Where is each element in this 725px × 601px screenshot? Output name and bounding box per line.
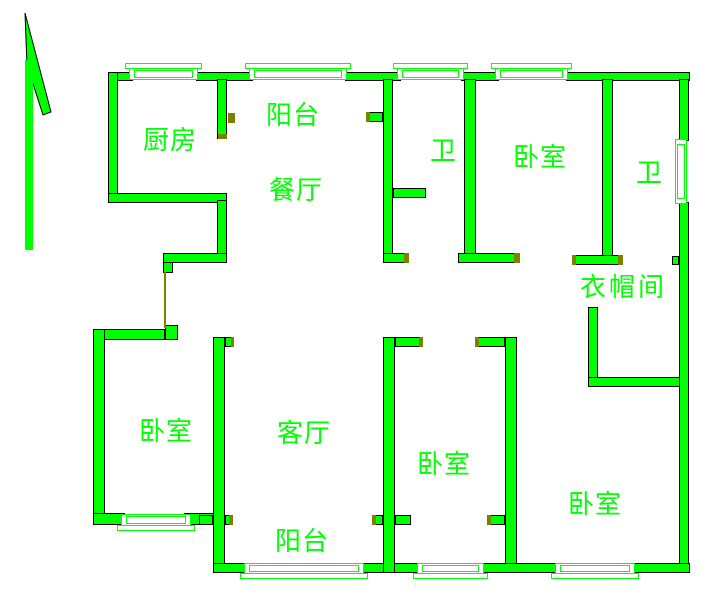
door-jamb (487, 515, 491, 525)
window-symbol (495, 68, 568, 80)
room-label-bedroom-mid: 卧室 (417, 450, 472, 480)
door-jamb (475, 337, 479, 347)
door-jamb (229, 515, 233, 525)
wall-segment (475, 337, 505, 347)
wall-segment (199, 515, 213, 525)
wall-segment (483, 563, 557, 573)
room-label-bedroom-left: 卧室 (139, 417, 194, 447)
window-symbol (129, 68, 198, 80)
wall-segment (588, 307, 598, 387)
door-jamb (618, 255, 623, 265)
window-symbol (244, 563, 364, 574)
window-pane (560, 565, 630, 572)
room-label-balcony-bottom: 阳台 (275, 527, 330, 557)
window-pane (134, 70, 193, 78)
window-symbol (417, 563, 484, 574)
wall-segment (672, 256, 679, 265)
window-pane (249, 565, 359, 572)
wall-segment (93, 329, 105, 525)
wall-segment (108, 193, 227, 203)
window-pane (422, 565, 479, 572)
door-jamb (372, 515, 376, 525)
room-label-balcony-top: 阳台 (266, 101, 321, 131)
room-label-bedroom-top: 卧室 (513, 143, 568, 173)
door-jamb (419, 337, 423, 347)
wall-segment (213, 563, 248, 573)
wall-segment (163, 262, 173, 273)
north-arrow-icon (24, 12, 52, 250)
window-symbol (397, 68, 464, 80)
room-label-living: 客厅 (277, 419, 332, 449)
door-jamb (218, 134, 227, 139)
wall-segment (165, 325, 178, 340)
door-jamb (366, 112, 370, 122)
wall-segment (213, 337, 225, 573)
window-symbol (249, 68, 347, 80)
door-jamb (404, 253, 409, 263)
window-symbol (121, 514, 191, 526)
window-pane (677, 144, 685, 199)
wall-segment (383, 79, 393, 263)
wall-segment (108, 72, 118, 203)
wall-segment (217, 79, 227, 139)
room-label-bedroom-right: 卧室 (568, 490, 623, 520)
room-label-bath-1: 卫 (430, 137, 458, 167)
wall-segment (679, 79, 689, 141)
wall-segment (163, 253, 227, 263)
window-pane (402, 70, 459, 78)
room-label-cloakroom: 衣帽间 (580, 273, 668, 303)
room-label-kitchen: 厨房 (143, 126, 198, 156)
wall-segment (588, 377, 680, 387)
door-jamb (231, 337, 234, 347)
room-label-dining: 餐厅 (269, 176, 324, 206)
window-pane (254, 70, 342, 78)
wall-segment (505, 337, 517, 573)
door-jamb (228, 113, 235, 123)
wall-segment (633, 563, 690, 573)
wall-segment (572, 255, 623, 265)
door-jamb (572, 255, 576, 265)
wall-segment (395, 515, 411, 525)
wall-segment (393, 188, 426, 198)
wall-segment (602, 79, 613, 265)
wall-segment (566, 72, 690, 81)
window-pane (500, 70, 563, 78)
wall-segment (458, 253, 520, 263)
entry-door-line (164, 272, 166, 328)
window-pane (126, 516, 186, 524)
window-symbol (675, 139, 687, 204)
window-symbol (555, 563, 635, 574)
wall-segment (383, 337, 395, 573)
room-label-bath-2: 卫 (636, 159, 664, 189)
wall-segment (464, 79, 476, 263)
wall-segment (679, 202, 689, 573)
door-jamb (514, 253, 520, 263)
